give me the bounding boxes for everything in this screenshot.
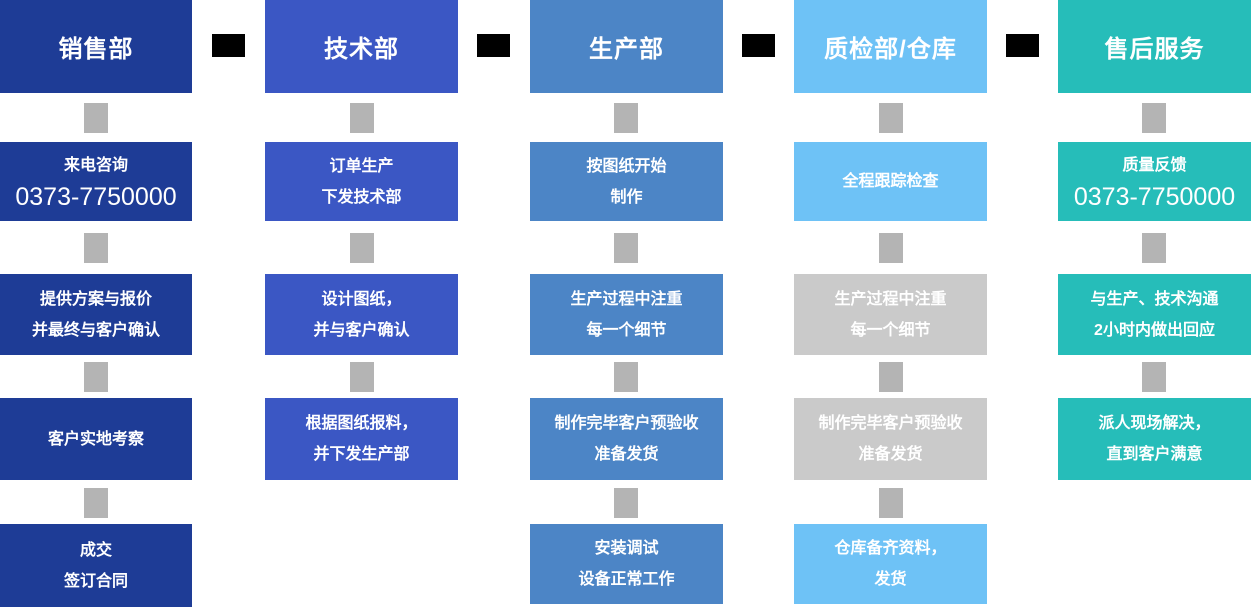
down-connector	[614, 103, 638, 133]
step-sales-4: 成交 签订合同	[0, 524, 192, 607]
down-connector	[1142, 233, 1166, 263]
step-text: 客户实地考察	[47, 430, 144, 448]
step-tech-3: 根据图纸报料， 并下发生产部	[265, 398, 458, 480]
step-text: 2小时内做出回应	[1094, 321, 1215, 339]
down-connector	[84, 103, 108, 133]
down-connector	[614, 233, 638, 263]
step-text: 每一个细节	[850, 321, 931, 339]
down-connector	[879, 362, 903, 392]
step-text: 派人现场解决，	[1098, 415, 1211, 432]
step-text: 设备正常工作	[578, 571, 675, 588]
step-text: 并下发生产部	[313, 446, 410, 463]
down-connector	[84, 233, 108, 263]
step-qa-4: 仓库备齐资料， 发货	[794, 524, 987, 604]
step-text: 成交	[79, 541, 112, 559]
step-text: 与生产、技术沟通	[1090, 290, 1219, 308]
step-tech-1: 订单生产 下发技术部	[265, 142, 458, 221]
down-connector	[1142, 362, 1166, 392]
step-text: 质量反馈	[1122, 157, 1187, 174]
dept-header-after-sales: 售后服务	[1058, 0, 1251, 93]
step-text: 签订合同	[63, 572, 128, 590]
down-connector	[614, 362, 638, 392]
step-sales-2: 提供方案与报价 并最终与客户确认	[0, 274, 192, 355]
down-connector	[84, 488, 108, 518]
down-connector	[350, 103, 374, 133]
stage-arrow-icon	[212, 34, 245, 57]
step-text: 根据图纸报料，	[305, 415, 418, 432]
step-text: 仓库备齐资料，	[834, 540, 947, 557]
stage-arrow-icon	[1006, 34, 1039, 57]
down-connector	[614, 488, 638, 518]
step-sales-3: 客户实地考察	[0, 398, 192, 480]
down-connector	[84, 362, 108, 392]
stage-arrow-icon	[742, 34, 775, 57]
phone-number: 0373-7750000	[15, 183, 177, 211]
step-text: 全程跟踪检查	[842, 173, 939, 190]
dept-header-qa-warehouse: 质检部/仓库	[794, 0, 987, 93]
dept-header-sales: 销售部	[0, 0, 192, 93]
step-after-sales-3: 派人现场解决， 直到客户满意	[1058, 398, 1251, 480]
step-production-4: 安装调试 设备正常工作	[530, 524, 723, 604]
step-sales-1: 来电咨询 0373-7750000	[0, 142, 192, 221]
step-after-sales-1: 质量反馈 0373-7750000	[1058, 142, 1251, 221]
down-connector	[879, 488, 903, 518]
step-text: 下发技术部	[321, 188, 402, 206]
step-text: 制作	[610, 188, 643, 206]
step-text: 按图纸开始	[586, 157, 667, 175]
down-connector	[879, 103, 903, 133]
step-text: 直到客户满意	[1106, 446, 1203, 463]
step-text: 每一个细节	[586, 321, 667, 339]
step-after-sales-2: 与生产、技术沟通 2小时内做出回应	[1058, 274, 1251, 355]
step-text: 订单生产	[329, 157, 394, 175]
step-text: 生产过程中注重	[570, 290, 683, 308]
step-qa-1: 全程跟踪检查	[794, 142, 987, 221]
step-text: 制作完毕客户预验收	[554, 415, 699, 432]
step-production-3: 制作完毕客户预验收 准备发货	[530, 398, 723, 480]
step-text: 来电咨询	[63, 157, 128, 174]
step-production-2: 生产过程中注重 每一个细节	[530, 274, 723, 355]
step-production-1: 按图纸开始 制作	[530, 142, 723, 221]
down-connector	[879, 233, 903, 263]
step-qa-2: 生产过程中注重 每一个细节	[794, 274, 987, 355]
step-text: 设计图纸，	[321, 290, 402, 308]
dept-header-tech: 技术部	[265, 0, 458, 93]
dept-header-production: 生产部	[530, 0, 723, 93]
step-qa-3: 制作完毕客户预验收 准备发货	[794, 398, 987, 480]
step-tech-2: 设计图纸， 并与客户确认	[265, 274, 458, 355]
down-connector	[350, 362, 374, 392]
down-connector	[1142, 103, 1166, 133]
step-text: 并与客户确认	[313, 321, 410, 339]
down-connector	[350, 233, 374, 263]
stage-arrow-icon	[477, 34, 510, 57]
step-text: 安装调试	[594, 540, 659, 557]
step-text: 准备发货	[858, 446, 923, 463]
step-text: 生产过程中注重	[834, 290, 947, 308]
step-text: 准备发货	[594, 446, 659, 463]
step-text: 制作完毕客户预验收	[818, 415, 963, 432]
step-text: 并最终与客户确认	[31, 321, 160, 339]
step-text: 发货	[874, 571, 907, 588]
phone-number: 0373-7750000	[1073, 183, 1236, 211]
step-text: 提供方案与报价	[39, 290, 152, 308]
